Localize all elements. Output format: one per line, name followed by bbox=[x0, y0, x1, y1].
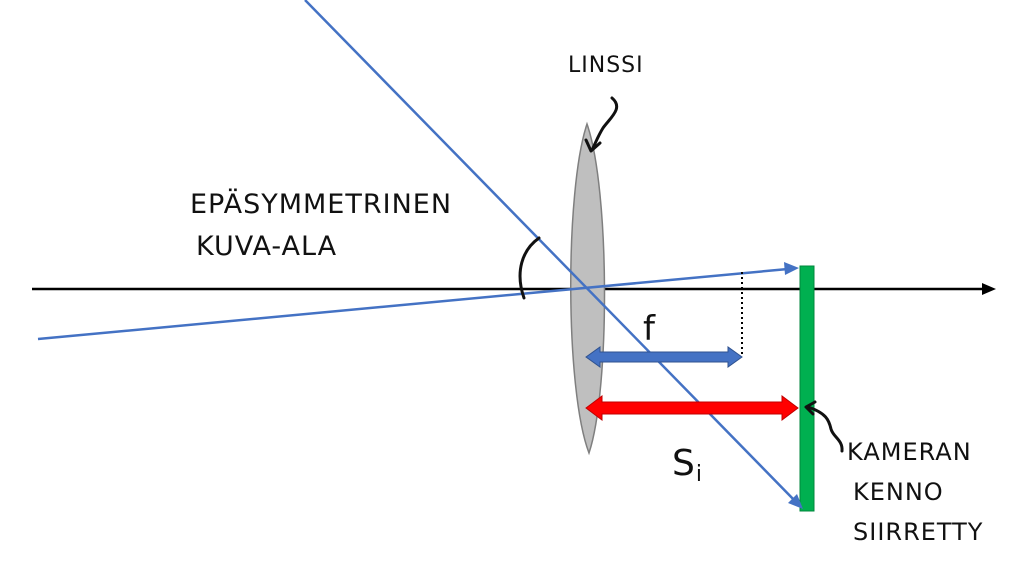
sensor-label-line3: SIIRRETTY bbox=[853, 518, 983, 546]
image-distance-label-base: S bbox=[672, 443, 696, 484]
focal-length-label: f bbox=[643, 309, 656, 349]
sensor-pointer bbox=[806, 405, 844, 453]
camera-sensor bbox=[799, 265, 815, 512]
field-angle-arc bbox=[518, 236, 541, 300]
sensor-label-line2: KENNO bbox=[853, 478, 944, 506]
sensor-label-line1: KAMERAN bbox=[847, 438, 972, 466]
image-distance-label: Si bbox=[672, 443, 703, 487]
image-distance-label-subscript: i bbox=[696, 462, 703, 487]
chief-ray-shallow-arrowhead bbox=[784, 262, 799, 275]
lens-pointer bbox=[590, 96, 619, 152]
field-label-line2: KUVA-ALA bbox=[196, 231, 337, 262]
chief-ray-steep bbox=[304, 0, 799, 505]
image-distance-arrow bbox=[585, 395, 799, 421]
lens-label: LINSSI bbox=[568, 53, 644, 78]
chief-ray-steep-arrowhead bbox=[788, 494, 803, 509]
optical-axis-arrowhead bbox=[982, 283, 996, 295]
sensor-pointer-head bbox=[804, 400, 817, 416]
focal-length-arrow bbox=[585, 346, 743, 368]
field-label-line1: EPÄSYMMETRINEN bbox=[190, 188, 452, 220]
chief-ray-shallow bbox=[37, 267, 789, 341]
lens-pointer-head bbox=[584, 138, 602, 153]
